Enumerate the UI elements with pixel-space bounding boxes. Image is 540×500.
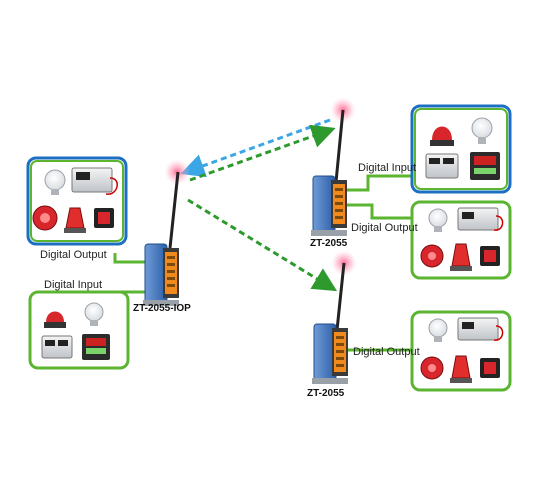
lamp-bulb-icon xyxy=(84,302,104,326)
controller-meter-icon xyxy=(82,334,110,360)
wireless-links xyxy=(180,118,338,292)
rocker-switch-icon xyxy=(480,358,500,378)
device-zt-2055-top xyxy=(311,109,347,236)
rocker-switch-icon xyxy=(480,246,500,266)
power-supply-icon xyxy=(71,167,118,195)
top-output-connector xyxy=(345,203,412,220)
iop-digital-output-label: Digital Output xyxy=(40,249,107,261)
device-label-iop: ZT-2055-IOP xyxy=(133,303,191,314)
controller-meter-icon xyxy=(470,152,500,180)
siren-icon xyxy=(450,355,472,383)
panel-top-input xyxy=(410,104,512,194)
top-digital-output-label: Digital Output xyxy=(351,222,418,234)
iop-digital-input-label: Digital Input xyxy=(44,279,103,291)
lamp-bulb-icon xyxy=(428,208,448,232)
alarm-light-icon xyxy=(420,356,444,380)
siren-icon xyxy=(450,243,472,271)
power-supply-icon xyxy=(457,317,504,341)
siren-icon xyxy=(64,207,86,233)
panel-iop-output xyxy=(26,156,128,246)
power-supply-icon xyxy=(41,335,73,359)
top-digital-input-label: Digital Input xyxy=(358,162,417,174)
power-supply-icon xyxy=(457,207,504,231)
lamp-bulb-icon xyxy=(44,169,66,195)
power-supply-icon xyxy=(425,153,459,179)
link-iop-to-top xyxy=(189,124,336,182)
lamp-bulb-icon xyxy=(471,117,493,144)
device-label-bottom: ZT-2055 xyxy=(307,388,345,399)
rocker-switch-icon xyxy=(94,208,114,228)
panel-bottom-output xyxy=(410,310,512,392)
device-label-top: ZT-2055 xyxy=(310,238,348,249)
alarm-beacon-icon xyxy=(44,311,66,328)
top-input-connector xyxy=(345,174,412,192)
alarm-light-icon xyxy=(420,244,444,268)
device-zt-2055-iop xyxy=(143,171,180,306)
panel-top-output xyxy=(410,200,512,280)
lamp-bulb-icon xyxy=(428,318,448,342)
link-iop-to-bottom xyxy=(187,198,338,292)
device-zt-2055-bottom xyxy=(312,262,348,384)
alarm-beacon-icon xyxy=(430,126,454,146)
alarm-light-icon xyxy=(32,205,58,231)
panel-iop-input xyxy=(28,290,130,370)
link-top-to-iop xyxy=(180,118,331,178)
bottom-digital-output-label: Digital Output xyxy=(353,346,420,358)
